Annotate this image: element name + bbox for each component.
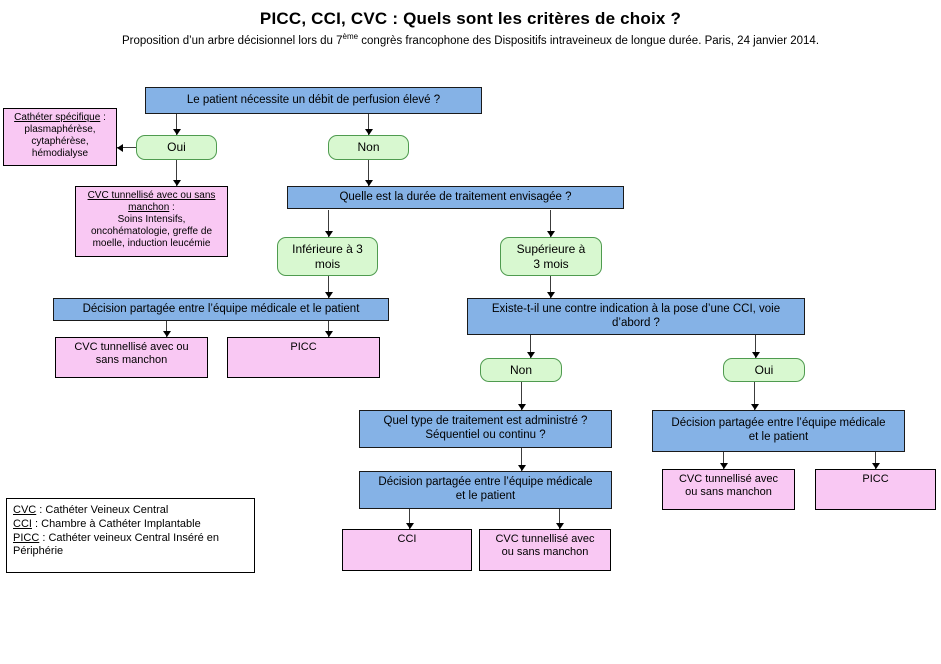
node-decision-partagee-gauche: Décision partagée entre l’équipe médical… <box>53 298 389 321</box>
node-cvc-tunnellise-milieu: CVC tunnellisé avec ou sans manchon <box>479 529 611 571</box>
node-decision-partagee-milieu: Décision partagée entre l’équipe médical… <box>359 471 612 509</box>
arrow-oui-to-cvc-detail <box>172 160 181 186</box>
arrow-contre-indication-to-oui <box>751 335 760 358</box>
arrow-inferieure-to-decision-gauche <box>324 276 333 298</box>
arrow-oui-to-decision-droite <box>750 382 759 410</box>
node-cvc-tunnellise-gauche: CVC tunnellisé avec ou sans manchon <box>55 337 208 378</box>
node-decision-partagee-droite: Décision partagée entre l’équipe médical… <box>652 410 905 452</box>
arrow-decision-milieu-to-cvc <box>555 509 564 529</box>
node-cci: CCI <box>342 529 472 571</box>
arrow-duree-to-inferieure <box>324 210 333 237</box>
page-subtitle: Proposition d’un arbre décisionnel lors … <box>121 32 820 47</box>
node-oui-debit: Oui <box>136 135 217 160</box>
node-catheter-specifique: Cathéter spécifique : plasmaphérèse, cyt… <box>3 108 117 166</box>
node-question-type-traitement: Quel type de traitement est administré ?… <box>359 410 612 448</box>
arrow-decision-droite-to-picc <box>871 452 880 469</box>
node-non-debit: Non <box>328 135 409 160</box>
arrow-non-to-type-traitement <box>517 382 526 410</box>
legend-item-cci: CCI : Chambre à Cathéter Implantable <box>13 517 201 530</box>
node-picc-gauche: PICC <box>227 337 380 378</box>
arrow-decision-gauche-to-picc <box>324 321 333 337</box>
arrow-duree-to-superieure <box>546 210 555 237</box>
page-title: PICC, CCI, CVC : Quels sont les critères… <box>259 9 682 28</box>
node-picc-droite: PICC <box>815 469 936 510</box>
arrow-oui-to-catheter-specifique <box>117 143 136 152</box>
node-inferieure-3-mois: Inférieure à 3 mois <box>277 237 378 276</box>
legend-item-cvc: CVC : Cathéter Veineux Central <box>13 504 169 516</box>
node-question-contre-indication-cci: Existe-t-il une contre indication à la p… <box>467 298 805 335</box>
arrow-type-traitement-to-decision-milieu <box>517 448 526 471</box>
legend-box: CVC : Cathéter Veineux Central CCI : Cha… <box>6 498 255 573</box>
arrow-non-to-duree <box>364 160 373 186</box>
node-cvc-tunnellise-detail: CVC tunnellisé avec ou sans manchon : So… <box>75 186 228 257</box>
arrow-decision-gauche-to-cvc <box>162 321 171 337</box>
node-non-contre-indication: Non <box>480 358 562 382</box>
node-question-debit-perfusion: Le patient nécessite un débit de perfusi… <box>145 87 482 114</box>
node-cvc-tunnellise-droite: CVC tunnellisé avec ou sans manchon <box>662 469 795 510</box>
arrow-decision-droite-to-cvc <box>719 452 728 469</box>
legend-item-picc: PICC : Cathéter veineux Central Inséré e… <box>13 531 220 558</box>
node-superieure-3-mois: Supérieure à 3 mois <box>500 237 602 276</box>
arrow-debit-to-oui <box>172 114 181 135</box>
arrow-debit-to-non <box>364 114 373 135</box>
node-question-duree-traitement: Quelle est la durée de traitement envisa… <box>287 186 624 209</box>
arrow-decision-milieu-to-cci <box>405 509 414 529</box>
node-oui-contre-indication: Oui <box>723 358 805 382</box>
arrow-contre-indication-to-non <box>526 335 535 358</box>
arrow-superieure-to-contre-indication <box>546 276 555 298</box>
